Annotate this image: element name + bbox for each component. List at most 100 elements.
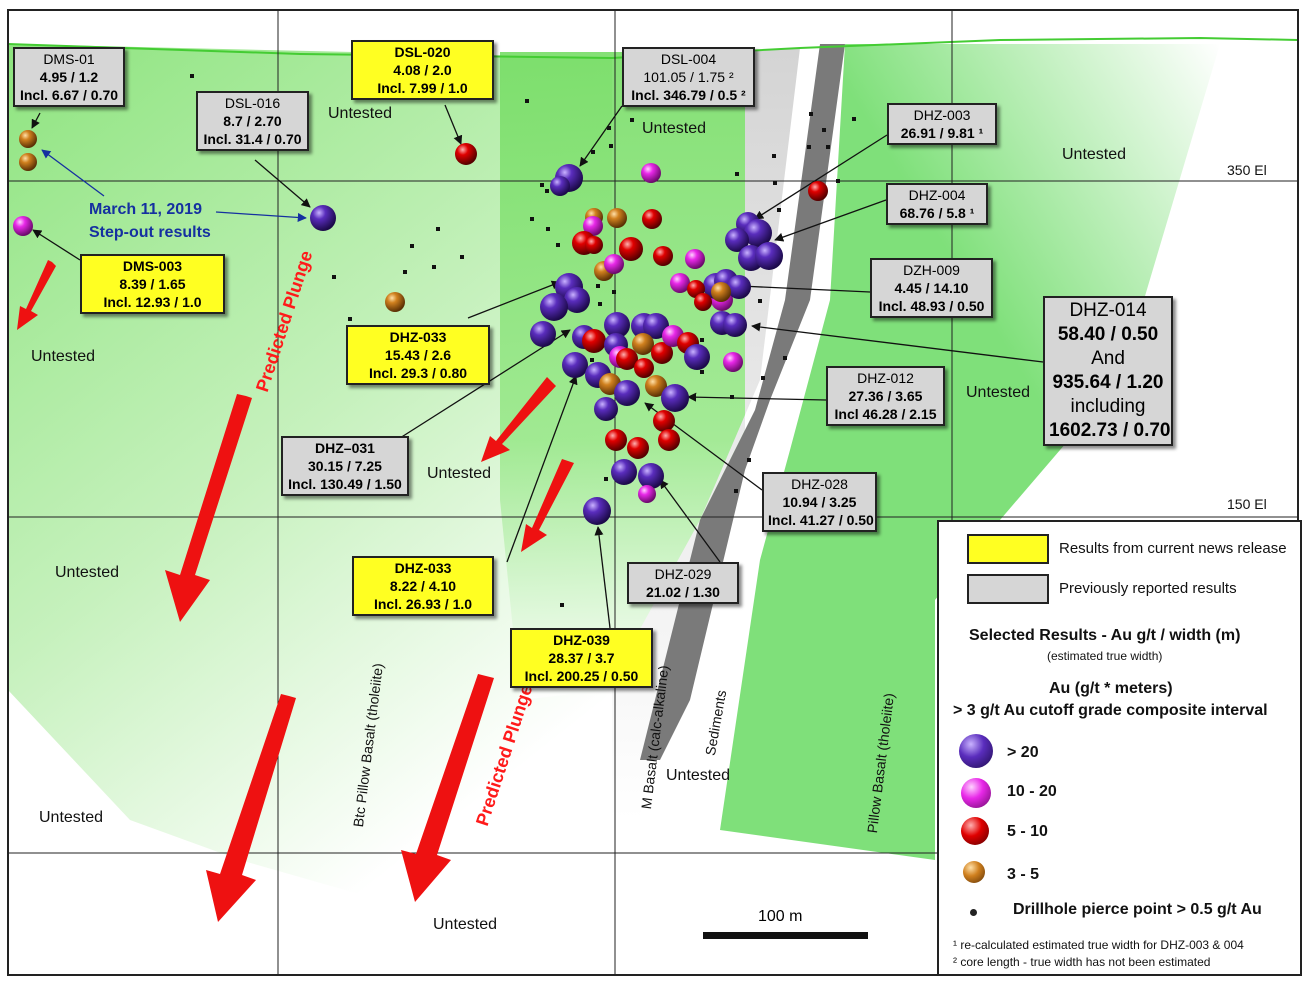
assay-sphere [583,497,611,525]
hole-incl: Incl. 12.93 / 1.0 [103,294,202,310]
pierce-point [591,150,595,154]
assay-sphere [725,228,749,252]
untested-label: Untested [642,120,707,137]
legend-heading: Selected Results - Au g/t / width (m) [969,627,1241,644]
assay-sphere [658,429,680,451]
hole-and: And [1091,348,1125,369]
hole-result: 30.15 / 7.25 [308,458,382,474]
pierce-point [525,99,529,103]
assay-sphere [614,380,640,406]
assay-sphere [607,208,627,228]
hole-name: DSL-020 [394,44,451,60]
legend-au-sub: > 3 g/t Au cutoff grade composite interv… [953,702,1268,719]
hole-result: 28.37 / 3.7 [548,650,615,666]
hole-name: DHZ-039 [553,632,610,648]
assay-sphere [550,176,570,196]
assay-sphere [634,358,654,378]
assay-sphere [616,348,638,370]
hole-name: DHZ-003 [913,107,971,123]
assay-sphere [582,329,606,353]
pierce-point [560,603,564,607]
pierce-point [590,358,594,362]
legend-sphere-gt20 [959,734,993,768]
legend-bin: > 20 [1007,744,1039,761]
pierce-point [332,275,336,279]
assay-sphere [19,130,37,148]
plunge-arrow-2 [206,694,296,922]
label-dhz-004: DHZ-004 68.76 / 5.8 ¹ [886,183,988,225]
hole-name: DHZ-029 [654,566,712,582]
pierce-point [773,181,777,185]
legend-note-2: ² core length - true width has not been … [953,955,1211,969]
hole-incl: Incl. 130.49 / 1.50 [288,476,402,492]
pierce-point [630,118,634,122]
legend-au-title: Au (g/t * meters) [1049,680,1173,697]
assay-sphere [723,313,747,337]
hole-incl: Incl. 26.93 / 1.0 [373,596,473,612]
hole-result: 26.91 / 9.81 ¹ [900,125,984,141]
pierce-point [836,179,840,183]
untested-label: Untested [55,564,120,581]
legend-sphere-5-10 [961,817,989,845]
assay-sphere [638,463,664,489]
small-arrow-left [17,260,56,330]
assay-sphere [694,293,712,311]
legend-swatch-previous [967,574,1049,604]
pierce-point [410,244,414,248]
assay-sphere [455,143,477,165]
hole-result: 21.02 / 1.30 [646,584,720,600]
pierce-point [545,189,549,193]
legend-panel: Results from current news release Previo… [937,520,1302,976]
legend-sphere-10-20 [961,778,991,808]
legend-swatch-current [967,534,1049,564]
hole-incl: Incl. 6.67 / 0.70 [19,87,119,103]
pierce-point [348,317,352,321]
legend-bin: 10 - 20 [1007,783,1057,800]
assay-sphere [594,397,618,421]
hole-incl: Incl 46.28 / 2.15 [834,406,937,422]
scale-bar-label: 100 m [758,908,803,925]
assay-sphere [684,344,710,370]
assay-sphere [604,254,624,274]
pierce-point [777,208,781,212]
hole-result: 58.40 / 0.50 [1057,324,1159,345]
assay-sphere [651,342,673,364]
untested-label: Untested [966,384,1031,401]
plunge-arrow-1 [165,394,252,622]
pierce-point [546,227,550,231]
assay-sphere [723,352,743,372]
hole-name: DHZ-033 [389,329,447,345]
surface-line [7,36,1299,60]
label-dhz-028: DHZ-028 10.94 / 3.25 Incl. 41.27 / 0.50 [762,472,877,532]
assay-sphere [685,249,705,269]
label-dhz-003: DHZ-003 26.91 / 9.81 ¹ [887,103,997,145]
pillow-basalt-zone [720,44,1220,860]
legend-current: Results from current news release [1059,540,1287,557]
blue-leader-lines [41,149,307,222]
pierce-point [530,217,534,221]
hole-name: DHZ-012 [857,370,914,386]
assay-sphere [808,181,828,201]
pierce-point [190,74,194,78]
assay-sphere [632,333,654,355]
legend-heading-sub: (estimated true width) [1047,649,1163,663]
hole-name: DSL-016 [224,95,281,111]
hole-including: including [1070,396,1146,417]
hole-name: DHZ-014 [1069,300,1147,321]
assay-sphere [585,236,603,254]
assay-sphere [310,205,336,231]
hole-name: DHZ-028 [791,476,848,492]
hole-name: DMS-01 [43,51,95,67]
legend-sphere-3-5 [963,861,985,883]
pierce-point [598,302,602,306]
pierce-point [609,144,613,148]
assay-spheres [13,130,828,525]
pierce-point [783,356,787,360]
untested-label: Untested [31,348,96,365]
pierce-points [190,74,856,607]
map-frame [7,9,1299,976]
label-dhz-033-lower: DHZ-033 8.22 / 4.10 Incl. 26.93 / 1.0 [352,556,494,616]
assay-sphere [642,209,662,229]
pierce-point [852,117,856,121]
hole-name: DHZ-033 [394,560,452,576]
